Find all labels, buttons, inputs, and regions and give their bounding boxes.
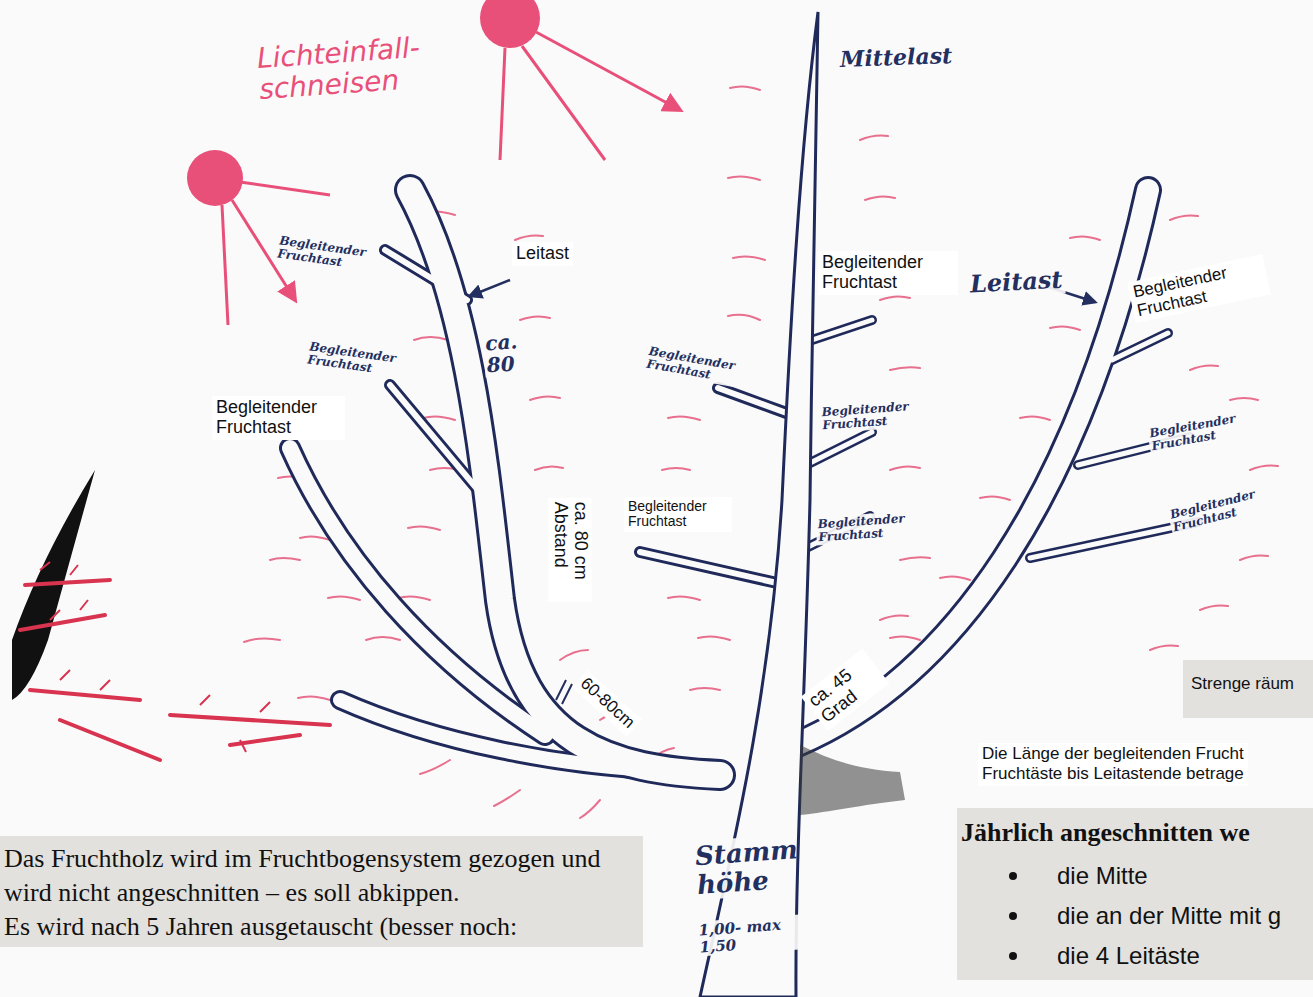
tree-label: ca. 80 cm Abstand (548, 498, 592, 602)
panel-text: Das Fruchtholz wird im Fruchtbogensystem… (4, 842, 637, 910)
tree-label: Begleitender Fruchtast (305, 339, 408, 381)
tree-label: Begleitender Fruchtast (643, 344, 746, 389)
dimension-tick (556, 680, 572, 704)
tree-label: Begleitender Fruchtast (1146, 410, 1249, 455)
graft-shadow (800, 745, 905, 815)
branch-fill (290, 190, 1198, 775)
tree-label: Begleitender Fruchtast (818, 251, 958, 295)
sun (480, 0, 540, 48)
sun-symbol (187, 0, 680, 325)
tree-label: Begleitender Fruchtast (624, 497, 732, 532)
neighbour-tree (12, 470, 330, 760)
bullet-item: die 4 Leitäste (961, 942, 1307, 970)
sun (187, 150, 243, 206)
bullet-item: die an der Mitte mit g (961, 902, 1307, 930)
tree-label: Begleitender Fruchtast (819, 399, 921, 434)
tree-label: Begleitender Fruchtast (815, 511, 917, 546)
panel-text: Es wird nach 5 Jahren ausgetauscht (bess… (4, 910, 637, 944)
panel-text: Strenge räum (1191, 674, 1305, 694)
tree-label: Leitast (967, 265, 1065, 298)
red-branch (20, 580, 330, 760)
note-panel: Jährlich angeschnitten we die Mitte die an… (957, 808, 1313, 980)
tree-label: Mittelast (838, 42, 955, 72)
tree-label: Begleitender Fruchtast (212, 396, 345, 440)
bullet-dot (1009, 872, 1017, 880)
bullet-item: die Mitte (961, 862, 1307, 890)
tree-label: ca. 80 (482, 329, 529, 378)
tree-label: Stamm höhe (692, 835, 790, 901)
tree-label: Lichteinfall- schneisen (256, 32, 435, 106)
tree-label: Begleitender Fruchtast (275, 233, 378, 275)
tree-label: Fruchtäste bis Leitastende betrage (978, 763, 1248, 786)
leader-arrow (470, 280, 510, 296)
tree-label: Leitast (512, 242, 573, 266)
note-panel: Das Fruchtholz wird im Fruchtbogensystem… (0, 836, 643, 947)
bullet-dot (1009, 912, 1017, 920)
bullet-dot (1009, 952, 1017, 960)
branch-outline (290, 190, 1198, 775)
tree-label: 1,00- max 1,50 (696, 914, 802, 956)
red-bud (40, 562, 270, 752)
tree-label: Begleitender Fruchtast (1127, 254, 1271, 323)
panel-heading: Jährlich angeschnitten we (961, 816, 1307, 850)
light-ray (500, 32, 680, 160)
branches (290, 190, 1198, 775)
tree-label: Begleitender Fruchtast (1167, 476, 1304, 536)
note-panel: Strenge räum (1183, 660, 1313, 718)
